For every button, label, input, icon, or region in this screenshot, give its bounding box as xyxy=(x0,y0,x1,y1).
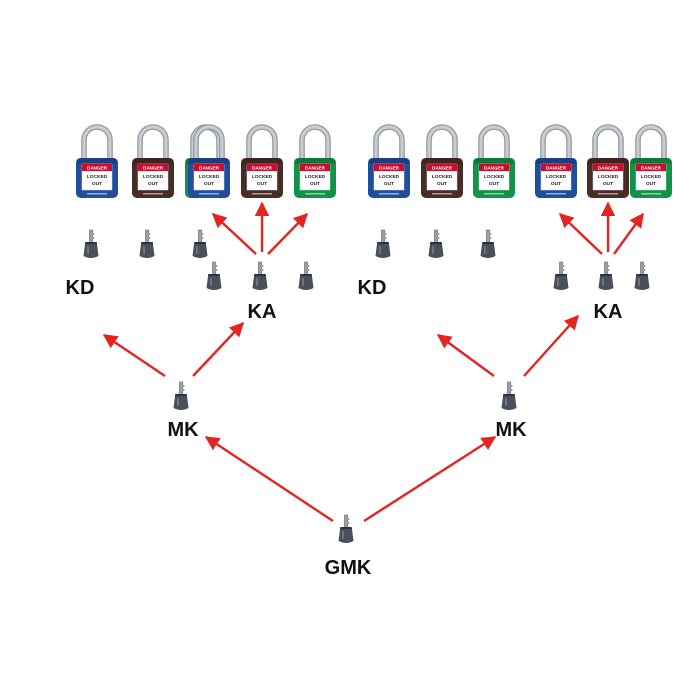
tag-locked-text: LOCKED xyxy=(252,174,273,180)
key-icon-green xyxy=(298,261,314,290)
tag-locked-text: LOCKED xyxy=(484,174,505,180)
tag-locked-text: LOCKED xyxy=(305,174,326,180)
master-key-icon xyxy=(173,381,189,410)
tag-out-text: OUT xyxy=(489,181,499,187)
arrow-ka-to-lock-green xyxy=(613,212,644,255)
tag-out-text: OUT xyxy=(257,181,267,187)
key-icon-green xyxy=(480,229,496,258)
key-icon-brown xyxy=(598,261,614,290)
tag-danger-text: DANGER xyxy=(252,166,273,171)
tag-locked-text: LOCKED xyxy=(379,174,400,180)
tag-danger-text: DANGER xyxy=(143,166,164,171)
tag-danger-text: DANGER xyxy=(641,166,662,171)
tag-danger-text: DANGER xyxy=(199,166,220,171)
tag-out-text: OUT xyxy=(551,181,561,187)
tag-locked-text: LOCKED xyxy=(641,174,662,180)
tag-out-text: OUT xyxy=(92,181,102,187)
arrows-layer xyxy=(102,201,644,523)
tag-danger-text: DANGER xyxy=(87,166,108,171)
key-icon-blue xyxy=(83,229,99,258)
tag-out-text: OUT xyxy=(384,181,394,187)
key-icon-brown xyxy=(252,261,268,290)
key-icon-green xyxy=(192,229,208,258)
arrow-gmk-to-mk2 xyxy=(363,435,497,523)
label-mk: MK xyxy=(495,419,527,441)
tag-locked-text: LOCKED xyxy=(87,174,108,180)
labels-layer: KD KA KD KA MK MK GMK xyxy=(66,277,623,579)
arrow-mk1-to-kd xyxy=(102,334,166,377)
tag-locked-text: LOCKED xyxy=(546,174,567,180)
arrow-mk2-to-kd xyxy=(436,334,495,377)
label-gmk: GMK xyxy=(325,557,372,579)
tag-out-text: OUT xyxy=(603,181,613,187)
tag-danger-text: DANGER xyxy=(305,166,326,171)
key-icon-blue xyxy=(375,229,391,258)
tag-out-text: OUT xyxy=(310,181,320,187)
label-ka: KA xyxy=(594,301,623,323)
label-kd: KD xyxy=(358,277,387,299)
arrow-mk1-to-ka xyxy=(192,321,244,377)
tag-danger-text: DANGER xyxy=(546,166,567,171)
tag-danger-text: DANGER xyxy=(484,166,505,171)
key-icon-green xyxy=(634,261,650,290)
tag-locked-text: LOCKED xyxy=(199,174,220,180)
tag-locked-text: LOCKED xyxy=(598,174,619,180)
tag-out-text: OUT xyxy=(148,181,158,187)
key-icon-brown xyxy=(139,229,155,258)
tag-out-text: OUT xyxy=(437,181,447,187)
tag-danger-text: DANGER xyxy=(598,166,619,171)
tag-out-text: OUT xyxy=(646,181,656,187)
arrow-ka-to-lock-green xyxy=(267,212,309,255)
label-mk: MK xyxy=(167,419,199,441)
keys-layer xyxy=(83,229,650,543)
key-icon-blue xyxy=(206,261,222,290)
label-kd: KD xyxy=(66,277,95,299)
key-icon-brown xyxy=(428,229,444,258)
tag-danger-text: DANGER xyxy=(379,166,400,171)
tag-danger-text: DANGER xyxy=(432,166,453,171)
arrow-ka-to-lock-blue xyxy=(558,213,603,255)
grand-master-key-icon xyxy=(338,514,354,543)
tag-out-text: OUT xyxy=(204,181,214,187)
padlocks-layer: DANGERLOCKEDOUTDANGERLOCKEDOUTDANGERLOCK… xyxy=(76,124,672,198)
tag-locked-text: LOCKED xyxy=(143,174,164,180)
arrow-mk2-to-ka xyxy=(523,314,579,377)
arrow-ka-to-lock-blue xyxy=(211,213,257,255)
arrow-gmk-to-mk1 xyxy=(204,435,334,523)
tag-locked-text: LOCKED xyxy=(432,174,453,180)
master-key-icon xyxy=(501,381,517,410)
label-ka: KA xyxy=(248,301,277,323)
key-icon-blue xyxy=(553,261,569,290)
